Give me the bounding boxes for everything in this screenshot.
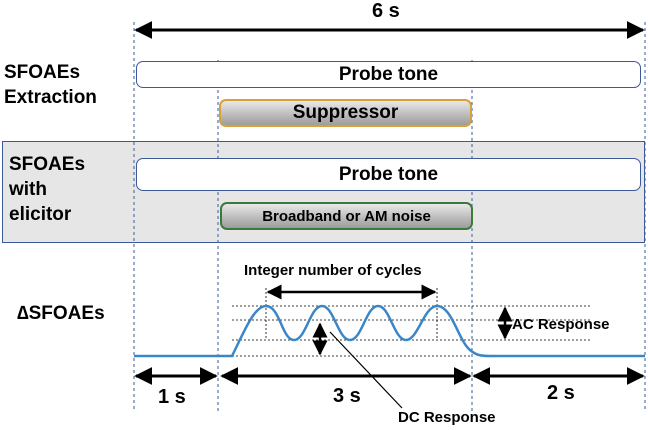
extraction-probe-tone-bar: Probe tone: [136, 61, 641, 88]
elicitor-probe-tone-bar: Probe tone: [136, 158, 641, 191]
extraction-label-line2: Extraction: [4, 87, 97, 108]
ac-response-label: AC Response: [512, 316, 610, 333]
delta-row-label: ∆SFOAEs: [17, 303, 105, 324]
extraction-label-line1: SFOAEs: [4, 62, 81, 83]
elicitor-row-label: SFOAEs with elicitor: [9, 152, 85, 227]
noise-bar: Broadband or AM noise: [220, 202, 473, 230]
cycles-label: Integer number of cycles: [244, 262, 422, 279]
suppressor-bar: Suppressor: [219, 99, 472, 127]
segment-2s-label: 2 s: [547, 382, 575, 404]
segment-1s-label: 1 s: [158, 386, 186, 408]
response-waveform: [134, 304, 645, 358]
segment-3s-label: 3 s: [333, 385, 361, 407]
elicitor-label-line3: elicitor: [9, 204, 72, 225]
dc-response-label: DC Response: [398, 409, 496, 426]
extraction-row-label: SFOAEs Extraction: [4, 60, 97, 110]
elicitor-label-line1: SFOAEs: [9, 154, 86, 175]
elicitor-label-line2: with: [9, 179, 47, 200]
total-duration-label: 6 s: [372, 0, 400, 22]
